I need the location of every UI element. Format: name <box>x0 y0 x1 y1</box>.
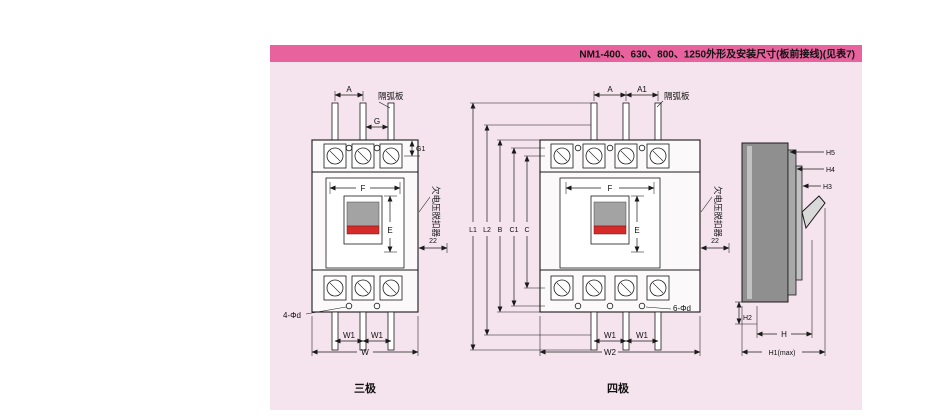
four-pole-front-view: A A1 隔弧板 F E 欠电压脱扣器 22 6- <box>469 85 730 395</box>
dim-label-g1: G1 <box>416 146 425 153</box>
dim-label-h: H <box>781 330 787 339</box>
dim-label-w1: W1 <box>636 331 649 340</box>
mounting-hole <box>606 302 614 310</box>
dim-label-w: W <box>361 348 369 357</box>
side-view-dimensions: H5 H4 H3 H2 H H1(max) <box>735 149 835 357</box>
dim-label-22: 22 <box>711 238 719 245</box>
front-cover-step2 <box>795 165 803 281</box>
holes-label: 6-Φd <box>673 304 691 313</box>
dim-label-e: E <box>387 226 392 235</box>
top-terminals <box>323 143 403 169</box>
dim-label-22: 22 <box>429 238 437 245</box>
mounting-hole <box>345 144 353 152</box>
dim-label-e: E <box>634 226 639 235</box>
mounting-hole <box>345 302 353 310</box>
mounting-hole <box>373 144 381 152</box>
dim-label-h2: H2 <box>743 315 752 322</box>
side-view: H5 H4 H3 H2 H H1(max) <box>735 142 835 357</box>
dim-label-w2: W2 <box>604 348 617 357</box>
dim-label-h3: H3 <box>823 184 832 191</box>
mounting-hole <box>574 144 582 152</box>
header-title: NM1-400、630、800、1250外形及安装尺寸(板前接线)(见表7) <box>579 48 855 61</box>
mounting-hole <box>638 144 646 152</box>
red-indicator <box>593 225 627 235</box>
dim-label-c1: C1 <box>510 227 519 234</box>
arc-plate-label: 隔弧板 <box>378 91 404 101</box>
operating-handle <box>346 201 380 227</box>
dim-label-c: C <box>524 227 529 234</box>
toggle-handle <box>801 195 826 230</box>
red-indicator <box>346 225 380 235</box>
dim-label-l1: L1 <box>469 227 477 234</box>
dim-label-h1max: H1(max) <box>769 350 796 357</box>
mounting-hole <box>373 302 381 310</box>
dim-label-f: F <box>608 184 613 193</box>
dim-label-h4: H4 <box>826 167 835 174</box>
mounting-hole <box>638 302 646 310</box>
dim-label-g: G <box>374 117 380 126</box>
dim-label-f: F <box>361 184 366 193</box>
three-pole-front-view: A 隔弧板 G G1 F E 欠电压脱扣器 <box>283 85 448 395</box>
arc-plate-label: 隔弧板 <box>664 91 690 101</box>
front-cover-step <box>787 149 797 296</box>
four-pole-dimensions: A A1 隔弧板 F E 欠电压脱扣器 22 6- <box>469 85 730 357</box>
dim-label-a1: A1 <box>637 85 647 94</box>
header-bar <box>270 45 862 62</box>
dim-label-a: A <box>346 85 352 94</box>
caption-four-pole: 四极 <box>607 381 630 395</box>
dim-label-w1: W1 <box>343 331 356 340</box>
dim-label-h5: H5 <box>826 150 835 157</box>
side-body-strip <box>747 146 752 299</box>
bottom-terminals <box>323 275 403 310</box>
dim-label-b: B <box>498 227 503 234</box>
undervoltage-release-label: 欠电压脱扣器 <box>431 186 441 238</box>
operating-handle <box>593 201 627 227</box>
dim-label-w1: W1 <box>604 331 617 340</box>
caption-three-pole: 三极 <box>354 381 377 395</box>
undervoltage-release-label: 欠电压脱扣器 <box>713 186 723 238</box>
dim-label-a: A <box>607 85 613 94</box>
top-terminals <box>550 143 670 169</box>
bottom-terminal-bars <box>590 311 662 351</box>
three-pole-dimensions: A 隔弧板 G G1 F E 欠电压脱扣器 <box>283 85 448 357</box>
mounting-hole <box>574 302 582 310</box>
dim-label-l2: L2 <box>483 227 491 234</box>
mounting-hole <box>606 144 614 152</box>
bottom-terminals <box>550 275 670 310</box>
holes-label: 4-Φd <box>283 311 301 320</box>
dim-label-w1: W1 <box>371 331 384 340</box>
bottom-terminal-bars <box>331 311 395 351</box>
